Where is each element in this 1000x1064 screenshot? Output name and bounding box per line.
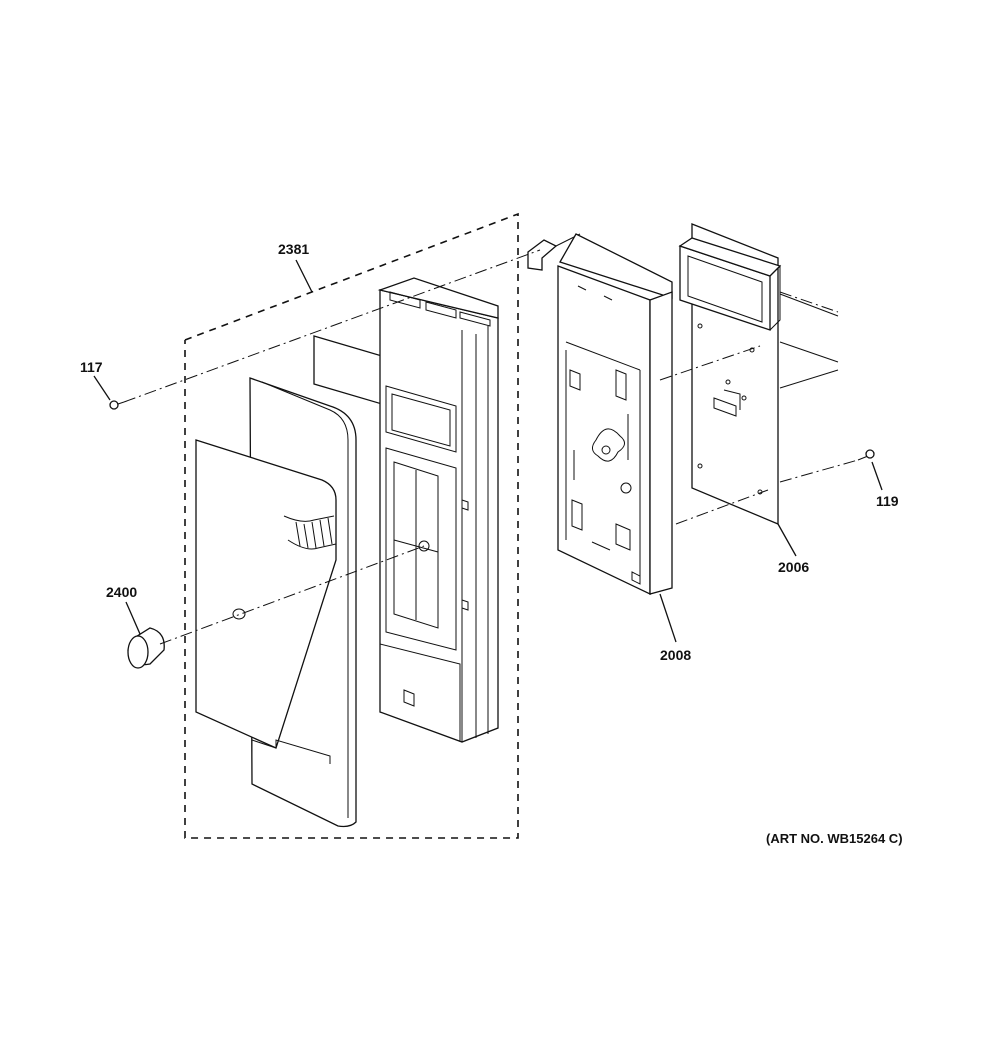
callout-117: 117 (80, 359, 103, 375)
knob-2400 (127, 627, 165, 669)
bracket-2008 (527, 233, 673, 596)
alignment-line (159, 545, 425, 645)
screw-119 (857, 449, 875, 461)
screw-117 (109, 400, 125, 410)
alignment-line (779, 291, 839, 313)
alignment-line (123, 249, 541, 403)
leader-line-119 (871, 461, 883, 491)
alignment-line (779, 459, 859, 483)
assembly-boundary-2381 (184, 212, 519, 839)
callout-119: 119 (876, 493, 899, 509)
leader-line-117 (93, 375, 111, 401)
leader-line-2381 (295, 259, 313, 293)
callout-2006: 2006 (778, 559, 809, 575)
leader-line-2400 (125, 601, 141, 635)
alignment-line (659, 345, 761, 381)
callout-2400: 2400 (106, 584, 137, 600)
front-panel (195, 377, 357, 828)
alignment-line (675, 489, 769, 525)
circuit-board-2006 (678, 223, 839, 525)
callout-2008: 2008 (660, 647, 691, 663)
leader-line-2006 (777, 523, 797, 557)
callout-2381: 2381 (278, 241, 309, 257)
art-number: (ART NO. WB15264 C) (766, 831, 903, 846)
leader-line-2008 (659, 593, 677, 643)
control-frame (313, 277, 499, 743)
